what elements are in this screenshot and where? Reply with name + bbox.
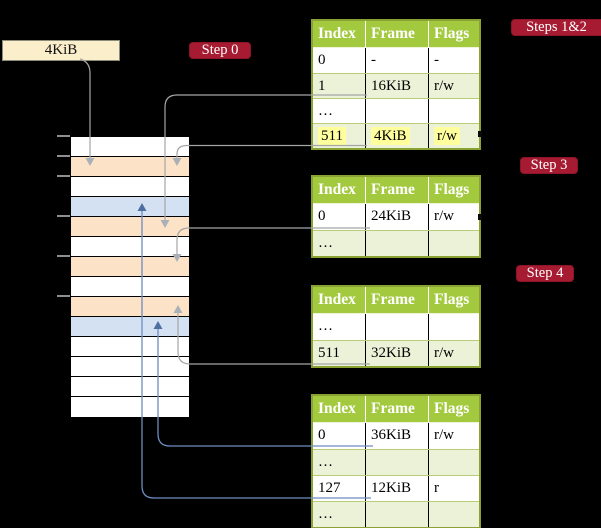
table-cell: 32KiB [365, 341, 428, 366]
table-cell: 511 [313, 124, 365, 148]
column-header-flags: Flags [428, 396, 479, 422]
memory-frame-row-white [71, 277, 189, 297]
memory-tick-mark [57, 175, 70, 177]
column-header-flags: Flags [428, 177, 479, 203]
table-cell [428, 314, 479, 340]
table-cell: r/w [428, 204, 479, 230]
memory-tick-mark [57, 255, 70, 257]
table-cell: … [318, 454, 333, 470]
memory-frame-row-pagetable [71, 217, 189, 237]
column-header-frame: Frame [365, 287, 428, 313]
table-row: … [313, 230, 479, 256]
entry-marker-root-511 [478, 131, 482, 137]
badge-step-0: Step 0 [189, 42, 251, 59]
table-cell: 0 [318, 208, 326, 224]
memory-tick-mark [57, 215, 70, 217]
table-row: … [313, 314, 479, 340]
table-cell [428, 502, 479, 527]
memory-frame-row-data [71, 317, 189, 337]
memory-tick-mark [57, 135, 70, 137]
memory-frame-row-pagetable [71, 157, 189, 177]
table-cell: r [428, 476, 479, 501]
table-row: 511 4KiB r/w [313, 123, 479, 148]
column-header-flags: Flags [428, 21, 479, 47]
table-row: … [313, 449, 479, 475]
table-row: 0 -- [313, 48, 479, 73]
physical-memory-strip [70, 136, 190, 418]
badge-steps-1-2: Steps 1&2 [511, 19, 601, 36]
table-cell [428, 231, 479, 256]
table-cell: r/w [428, 423, 479, 449]
table-cell: r/w [428, 124, 479, 148]
table-cell [365, 231, 428, 256]
table-cell [428, 99, 479, 123]
memory-tick-mark [57, 295, 70, 297]
table-cell [365, 502, 428, 527]
memory-frame-row-white [71, 357, 189, 377]
memory-frame-row-white [71, 397, 189, 417]
entry-marker-step3-0 [478, 214, 482, 220]
table-cell: … [318, 235, 333, 251]
column-header-index: Index [318, 181, 356, 198]
table-cell [365, 99, 428, 123]
column-header-frame: Frame [365, 21, 428, 47]
column-header-index: Index [318, 25, 356, 42]
frame-size-label: 4KiB [2, 40, 120, 61]
memory-tick-mark [57, 155, 70, 157]
table-cell: 16KiB [365, 74, 428, 98]
badge-step-3: Step 3 [520, 157, 578, 174]
table-cell: r/w [428, 74, 479, 98]
table-cell: … [318, 103, 333, 119]
table-cell: 4KiB [365, 124, 428, 148]
highlighted-value: 4KiB [371, 127, 410, 145]
table-cell: … [318, 318, 333, 334]
table-cell: 12KiB [365, 476, 428, 501]
memory-frame-row-white [71, 377, 189, 397]
highlighted-value: r/w [434, 127, 460, 145]
table-cell: … [318, 506, 333, 522]
table-cell [365, 314, 428, 340]
table-cell: 36KiB [365, 423, 428, 449]
column-header-index: Index [318, 400, 356, 417]
memory-frame-row-white [71, 137, 189, 157]
memory-frame-row-white [71, 237, 189, 257]
table-cell [428, 450, 479, 475]
table-cell: r/w [428, 341, 479, 366]
table-cell: 0 [318, 427, 326, 443]
table-cell: 127 [318, 480, 341, 496]
badge-step-4: Step 4 [516, 265, 574, 282]
column-header-index: Index [318, 291, 356, 308]
column-header-frame: Frame [365, 396, 428, 422]
table-cell [365, 450, 428, 475]
table-cell: 511 [318, 345, 340, 361]
highlighted-value: 511 [318, 127, 346, 145]
table-cell: 1 [318, 78, 326, 94]
table-cell: 0 [318, 52, 326, 68]
column-header-flags: Flags [428, 287, 479, 313]
table-cell: - [428, 48, 479, 73]
table-cell: - [365, 48, 428, 73]
memory-frame-row-white [71, 177, 189, 197]
table-row: … [313, 98, 479, 123]
memory-frame-row-data [71, 197, 189, 217]
memory-frame-row-pagetable [71, 257, 189, 277]
memory-frame-row-white [71, 337, 189, 357]
table-cell: 24KiB [365, 204, 428, 230]
column-header-frame: Frame [365, 177, 428, 203]
memory-frame-row-pagetable [71, 297, 189, 317]
table-row: … [313, 501, 479, 527]
